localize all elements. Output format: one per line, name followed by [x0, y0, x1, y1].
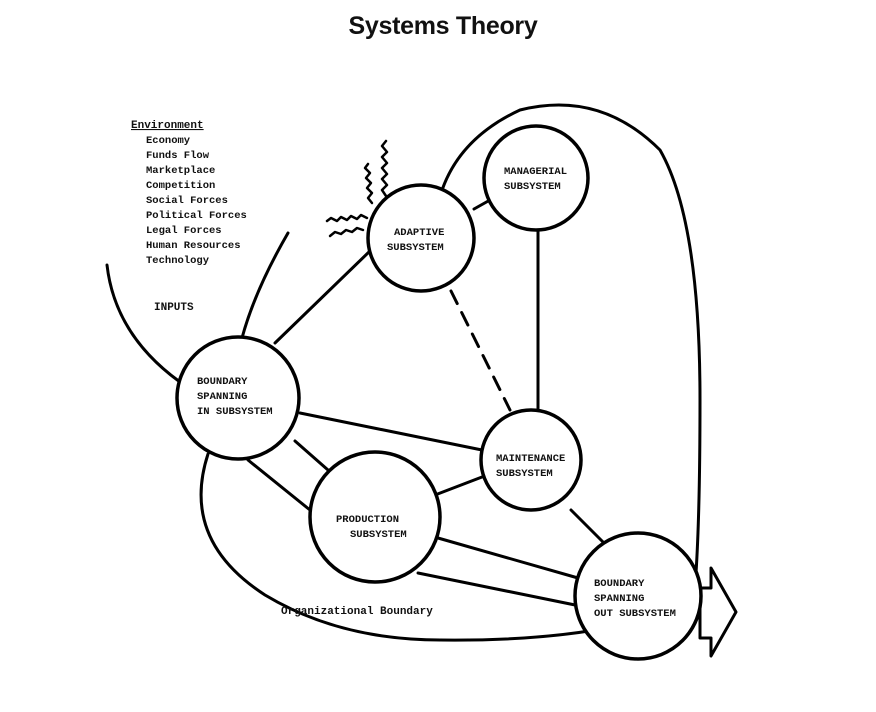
maintenance-subsystem-node	[479, 408, 583, 512]
adaptive-subsystem-node	[366, 183, 476, 293]
maintenance-label-line2: SUBSYSTEM	[496, 468, 553, 480]
environment-item: Legal Forces	[146, 225, 222, 237]
adaptive-label-line1: ADAPTIVE	[394, 227, 444, 239]
adaptive-label-line2: SUBSYSTEM	[387, 242, 444, 254]
environment-item: Social Forces	[146, 195, 228, 207]
environment-item: Marketplace	[146, 165, 215, 177]
link-adaptive-managerial	[472, 198, 492, 211]
production-subsystem-node	[308, 450, 442, 584]
environment-item: Economy	[146, 135, 191, 147]
environment-item: Technology	[146, 255, 210, 267]
inputs-label: INPUTS	[154, 302, 194, 314]
diagram-title: Systems Theory	[348, 12, 538, 40]
feedback-loop	[437, 103, 702, 575]
link-production-out-upper	[436, 536, 580, 580]
managerial-label-line2: SUBSYSTEM	[504, 181, 561, 193]
managerial-label-line1: MANAGERIAL	[504, 166, 567, 178]
managerial-subsystem-node	[482, 124, 590, 232]
link-maintenance-out	[569, 508, 605, 544]
inputs-curve-left	[105, 263, 182, 384]
maintenance-label-line1: MAINTENANCE	[496, 453, 565, 465]
output-arrow	[698, 566, 738, 658]
organizational-boundary-loop	[199, 452, 597, 642]
environment-force-squiggle-3	[325, 213, 369, 223]
boundary-in-subsystem-node	[175, 335, 301, 461]
inputs-curve-right	[240, 231, 290, 340]
boundary-in-label-line2: SPANNING	[197, 391, 247, 403]
link-production-maintenance	[433, 475, 484, 497]
link-in-adaptive	[273, 248, 373, 345]
environment-list: Environment Economy Funds Flow Marketpla…	[131, 120, 247, 267]
environment-force-squiggle-1	[380, 139, 389, 198]
link-in-production	[293, 439, 330, 472]
environment-force-squiggle-2	[363, 162, 374, 205]
boundary-in-label-line1: BOUNDARY	[197, 376, 248, 388]
environment-heading: Environment	[131, 120, 204, 132]
link-production-out-lower	[416, 571, 582, 608]
boundary-in-label-line3: IN SUBSYSTEM	[197, 406, 273, 418]
environment-item: Political Forces	[146, 210, 247, 222]
environment-force-squiggle-4	[328, 226, 365, 238]
boundary-out-label-line1: BOUNDARY	[594, 578, 645, 590]
boundary-out-subsystem-node	[573, 531, 703, 661]
production-label-line2: SUBSYSTEM	[350, 529, 407, 541]
boundary-out-label-line2: SPANNING	[594, 593, 644, 605]
link-in-maintenance	[298, 411, 484, 452]
environment-item: Human Resources	[146, 240, 241, 252]
environment-item: Competition	[146, 180, 215, 192]
organizational-boundary-label: Organizational Boundary	[281, 606, 433, 618]
environment-item: Funds Flow	[146, 150, 210, 162]
link-in-production-outer	[246, 458, 312, 512]
boundary-out-label-line3: OUT SUBSYSTEM	[594, 608, 676, 620]
production-label-line1: PRODUCTION	[336, 514, 399, 526]
link-adaptive-maintenance	[449, 289, 512, 412]
